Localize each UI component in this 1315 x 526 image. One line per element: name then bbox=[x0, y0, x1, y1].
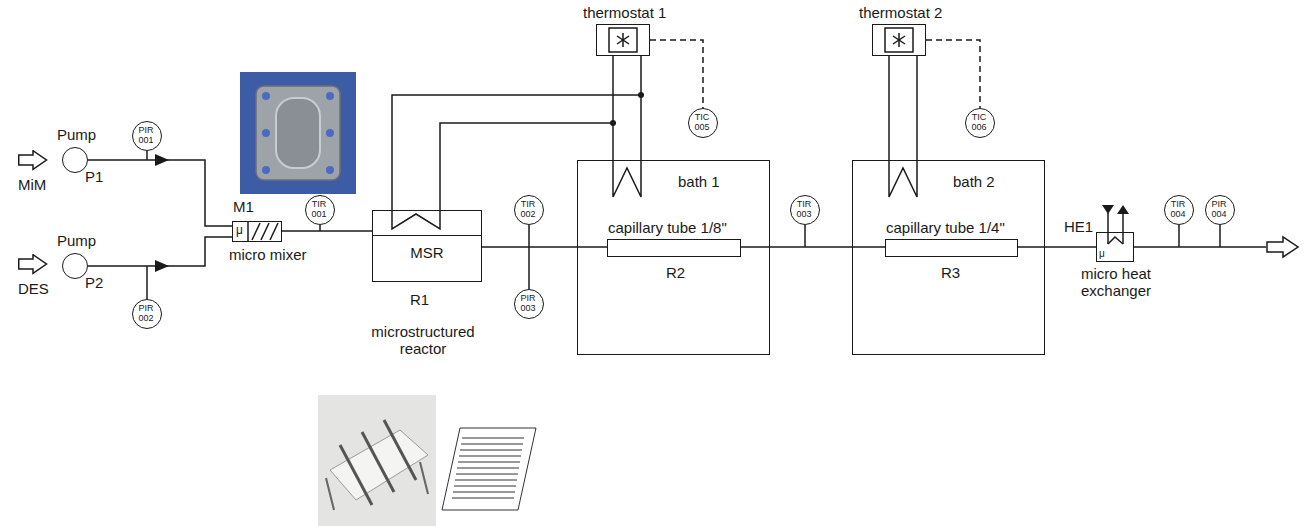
process-line bbox=[88, 154, 232, 226]
signal-line-path bbox=[650, 40, 703, 108]
instrument-bubble: TIR 001 bbox=[305, 195, 335, 225]
bath-box: bath 1capillary tube 1/8"R2 bbox=[577, 160, 770, 355]
utility-arrows bbox=[1102, 205, 1129, 214]
flow-arrowhead bbox=[155, 154, 169, 166]
instrument-tag: TIR 004 bbox=[1166, 199, 1190, 219]
node-label: capillary tube 1/8" bbox=[608, 219, 727, 236]
node-label: MSR bbox=[373, 244, 481, 261]
instrument-tag: TIR 003 bbox=[792, 199, 816, 219]
process-line bbox=[889, 56, 890, 160]
junction-dots bbox=[610, 92, 644, 126]
instrument-tag: PIR 004 bbox=[1207, 199, 1231, 219]
pipe-path bbox=[612, 56, 614, 160]
process-line bbox=[741, 247, 885, 248]
node-label: R1 bbox=[410, 291, 429, 308]
instrument-tag: PIR 002 bbox=[134, 303, 158, 323]
instrument-tag: TIC 005 bbox=[690, 112, 714, 132]
node-label: μ bbox=[1099, 248, 1105, 260]
pipe-path bbox=[88, 237, 232, 266]
feed-arrow-shape bbox=[19, 255, 47, 274]
node-label: thermostat 2 bbox=[859, 4, 942, 21]
instrument-bubble: PIR 002 bbox=[132, 299, 162, 329]
pipe-path bbox=[888, 56, 890, 160]
instrument-bubble: TIR 002 bbox=[514, 195, 544, 225]
instrument-bubble: TIR 004 bbox=[1164, 195, 1194, 225]
flow-arrowhead bbox=[155, 260, 169, 272]
signal-line bbox=[650, 40, 703, 108]
node-label: Pump bbox=[57, 126, 96, 143]
pipe-path bbox=[1018, 246, 1096, 248]
pipe-path bbox=[282, 230, 372, 232]
node-label: capillary tube 1/4" bbox=[886, 219, 1005, 236]
instrument-tag: TIR 001 bbox=[307, 199, 331, 219]
outlet-arrow bbox=[1267, 237, 1298, 257]
pipe-path bbox=[392, 56, 641, 210]
channel-sketch bbox=[442, 428, 536, 510]
node-label: R2 bbox=[666, 264, 685, 281]
feed-arrow-outline bbox=[18, 150, 48, 171]
reactor-photo bbox=[318, 395, 436, 526]
feed-arrow: DES bbox=[18, 252, 52, 300]
instrument-tag: TIR 002 bbox=[516, 199, 540, 219]
pump-symbol: PumpP1 bbox=[62, 147, 88, 173]
instrument-bubble: PIR 003 bbox=[514, 289, 544, 319]
node-label: microstructured reactor bbox=[363, 323, 483, 357]
thermostat-box: thermostat 1 bbox=[596, 24, 650, 56]
instrument-bubble: PIR 001 bbox=[132, 121, 162, 151]
section-divider bbox=[373, 235, 481, 236]
bath-box: bath 2capillary tube 1/4"R3 bbox=[852, 160, 1045, 355]
feed-arrow-outline bbox=[18, 254, 48, 275]
process-line bbox=[482, 247, 607, 248]
micro-mixer: M1μmicro mixer bbox=[232, 221, 282, 242]
node-label: MiM bbox=[18, 176, 46, 193]
instrument-bubble: TIC 006 bbox=[965, 108, 995, 138]
process-line bbox=[613, 56, 614, 160]
node-label: P2 bbox=[85, 274, 103, 291]
pipe-path bbox=[482, 246, 607, 248]
reactor-box: MSRR1microstructured reactor bbox=[372, 210, 482, 282]
process-line bbox=[392, 56, 641, 210]
node-label: micro mixer bbox=[229, 246, 307, 263]
node-label: R3 bbox=[941, 264, 960, 281]
capillary-tube: capillary tube 1/8"R2 bbox=[607, 239, 741, 257]
node-label: bath 2 bbox=[953, 173, 995, 190]
capillary-tube: capillary tube 1/4"R3 bbox=[885, 239, 1018, 257]
instrument-bubble: TIR 003 bbox=[790, 195, 820, 225]
process-line bbox=[1018, 247, 1096, 248]
instrument-tag: PIR 001 bbox=[134, 125, 158, 145]
node-label: Pump bbox=[57, 232, 96, 249]
process-line bbox=[88, 237, 232, 272]
pipe-path bbox=[741, 246, 885, 248]
instrument-bubble: TIC 005 bbox=[688, 108, 718, 138]
heat-exchanger: HE1μmicro heat exchanger bbox=[1096, 232, 1134, 262]
thermostat-box: thermostat 2 bbox=[872, 24, 926, 56]
node-label: μ bbox=[236, 223, 243, 237]
node-label: bath 1 bbox=[678, 173, 720, 190]
node-label: DES bbox=[18, 280, 49, 297]
node-label: micro heat exchanger bbox=[1069, 265, 1163, 299]
pump-symbol: PumpP2 bbox=[62, 253, 88, 279]
signal-line-path bbox=[926, 40, 980, 108]
node-label: P1 bbox=[85, 168, 103, 185]
leader-lines bbox=[147, 28, 1266, 299]
signal-line bbox=[926, 40, 980, 108]
mixer-photo bbox=[240, 72, 356, 194]
feed-arrow-shape bbox=[19, 151, 47, 170]
instrument-tag: PIR 003 bbox=[516, 293, 540, 313]
instrument-bubble: PIR 004 bbox=[1205, 195, 1235, 225]
node-label: HE1 bbox=[1064, 218, 1093, 235]
process-line bbox=[282, 231, 372, 232]
node-label: thermostat 1 bbox=[583, 4, 666, 21]
feed-arrow: MiM bbox=[18, 148, 52, 196]
pipe-path bbox=[88, 160, 232, 226]
node-label: M1 bbox=[233, 198, 254, 215]
instrument-tag: TIC 006 bbox=[967, 112, 991, 132]
